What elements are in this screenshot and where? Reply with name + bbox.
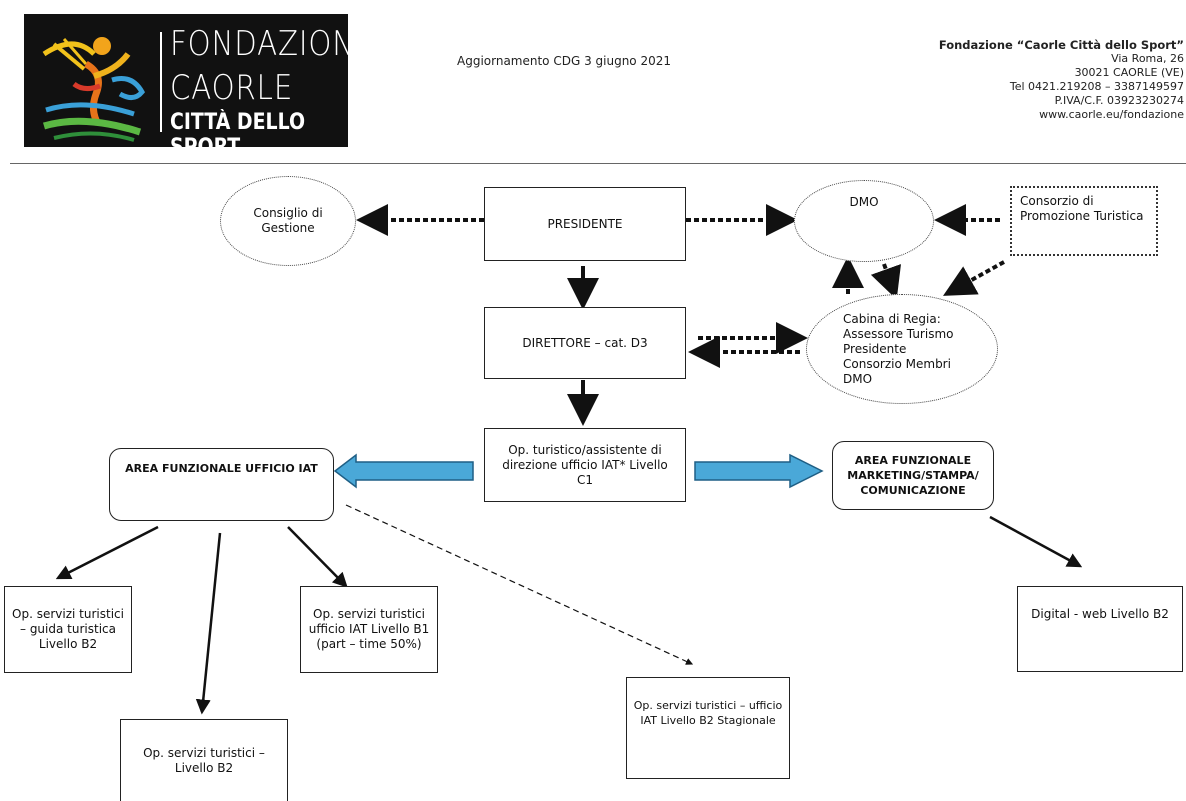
node-digital: Digital - web Livello B2 [1017, 586, 1183, 672]
city: 30021 CAORLE (VE) [1074, 66, 1184, 79]
node-digital-label: Digital - web Livello B2 [1031, 607, 1169, 621]
logo-line1: FONDAZIONE [170, 24, 348, 64]
arrow-iat-opb1 [287, 526, 348, 588]
vat: P.IVA/C.F. 03923230274 [1054, 94, 1184, 107]
phone: Tel 0421.219208 – 3387149597 [1009, 80, 1184, 93]
logo-divider [160, 32, 162, 132]
arrow-iat-stagionale [345, 504, 694, 665]
foundation-logo: FONDAZIONE CAORLE CITTÀ DELLO SPORT [24, 14, 348, 147]
node-area-marketing: AREA FUNZIONALE MARKETING/STAMPA/ COMUNI… [832, 441, 994, 510]
node-area-marketing-label: AREA FUNZIONALE MARKETING/STAMPA/ COMUNI… [847, 454, 979, 497]
address-block: Fondazione “Caorle Città dello Sport” Vi… [924, 38, 1184, 122]
node-presidente-label: PRESIDENTE [547, 216, 623, 231]
node-direttore: DIRETTORE – cat. D3 [484, 307, 686, 379]
node-presidente: PRESIDENTE [484, 187, 686, 261]
node-direttore-label: DIRETTORE – cat. D3 [522, 335, 648, 350]
node-op-b2-label: Op. servizi turistici – Livello B2 [143, 745, 265, 775]
arrow-iat-opb2 [195, 532, 222, 715]
blue-arrow-left [333, 453, 474, 489]
org-name: Fondazione “Caorle Città dello Sport” [938, 38, 1184, 52]
node-assistente-label: Op. turistico/assistente di direzione uf… [502, 442, 668, 487]
node-cabina-label: Cabina di Regia: Assessore Turismo Presi… [843, 311, 954, 386]
node-guida: Op. servizi turistici – guida turistica … [4, 586, 132, 673]
street: Via Roma, 26 [1111, 52, 1184, 65]
node-assistente: Op. turistico/assistente di direzione uf… [484, 428, 686, 502]
node-area-iat: AREA FUNZIONALE UFFICIO IAT [109, 448, 334, 521]
arrow-consorzio-cabina [943, 260, 1005, 296]
blue-arrow-right [694, 453, 824, 489]
arrow-mkt-digital [989, 515, 1083, 568]
node-consiglio: Consiglio di Gestione [220, 176, 356, 266]
header-divider [10, 163, 1186, 164]
node-dmo-label: DMO [849, 195, 879, 209]
node-cabina: Cabina di Regia: Assessore Turismo Presi… [806, 294, 998, 404]
logo-line2: CAORLE [170, 68, 294, 108]
arrow-iat-guida [55, 525, 159, 580]
athlete-emblem-icon [42, 37, 146, 142]
node-stagionale-label: Op. servizi turistici – ufficio IAT Live… [633, 699, 783, 727]
node-area-iat-label: AREA FUNZIONALE UFFICIO IAT [125, 462, 318, 475]
node-op-b1-label: Op. servizi turistici ufficio IAT Livell… [308, 607, 430, 651]
logo-line3: CITTÀ DELLO SPORT [170, 110, 306, 147]
node-dmo: DMO [794, 180, 934, 262]
node-op-b2: Op. servizi turistici – Livello B2 [120, 719, 288, 801]
update-note: Aggiornamento CDG 3 giugno 2021 [457, 54, 671, 68]
arrow-dmo-cabina [870, 263, 901, 300]
node-consorzio-label: Consorzio di Promozione Turistica [1020, 194, 1144, 223]
node-consiglio-label: Consiglio di Gestione [253, 206, 323, 235]
node-op-b1: Op. servizi turistici ufficio IAT Livell… [300, 586, 438, 673]
node-consorzio: Consorzio di Promozione Turistica [1010, 186, 1158, 256]
node-stagionale: Op. servizi turistici – ufficio IAT Live… [626, 677, 790, 779]
node-guida-label: Op. servizi turistici – guida turistica … [12, 607, 124, 651]
website: www.caorle.eu/fondazione [1039, 108, 1184, 121]
